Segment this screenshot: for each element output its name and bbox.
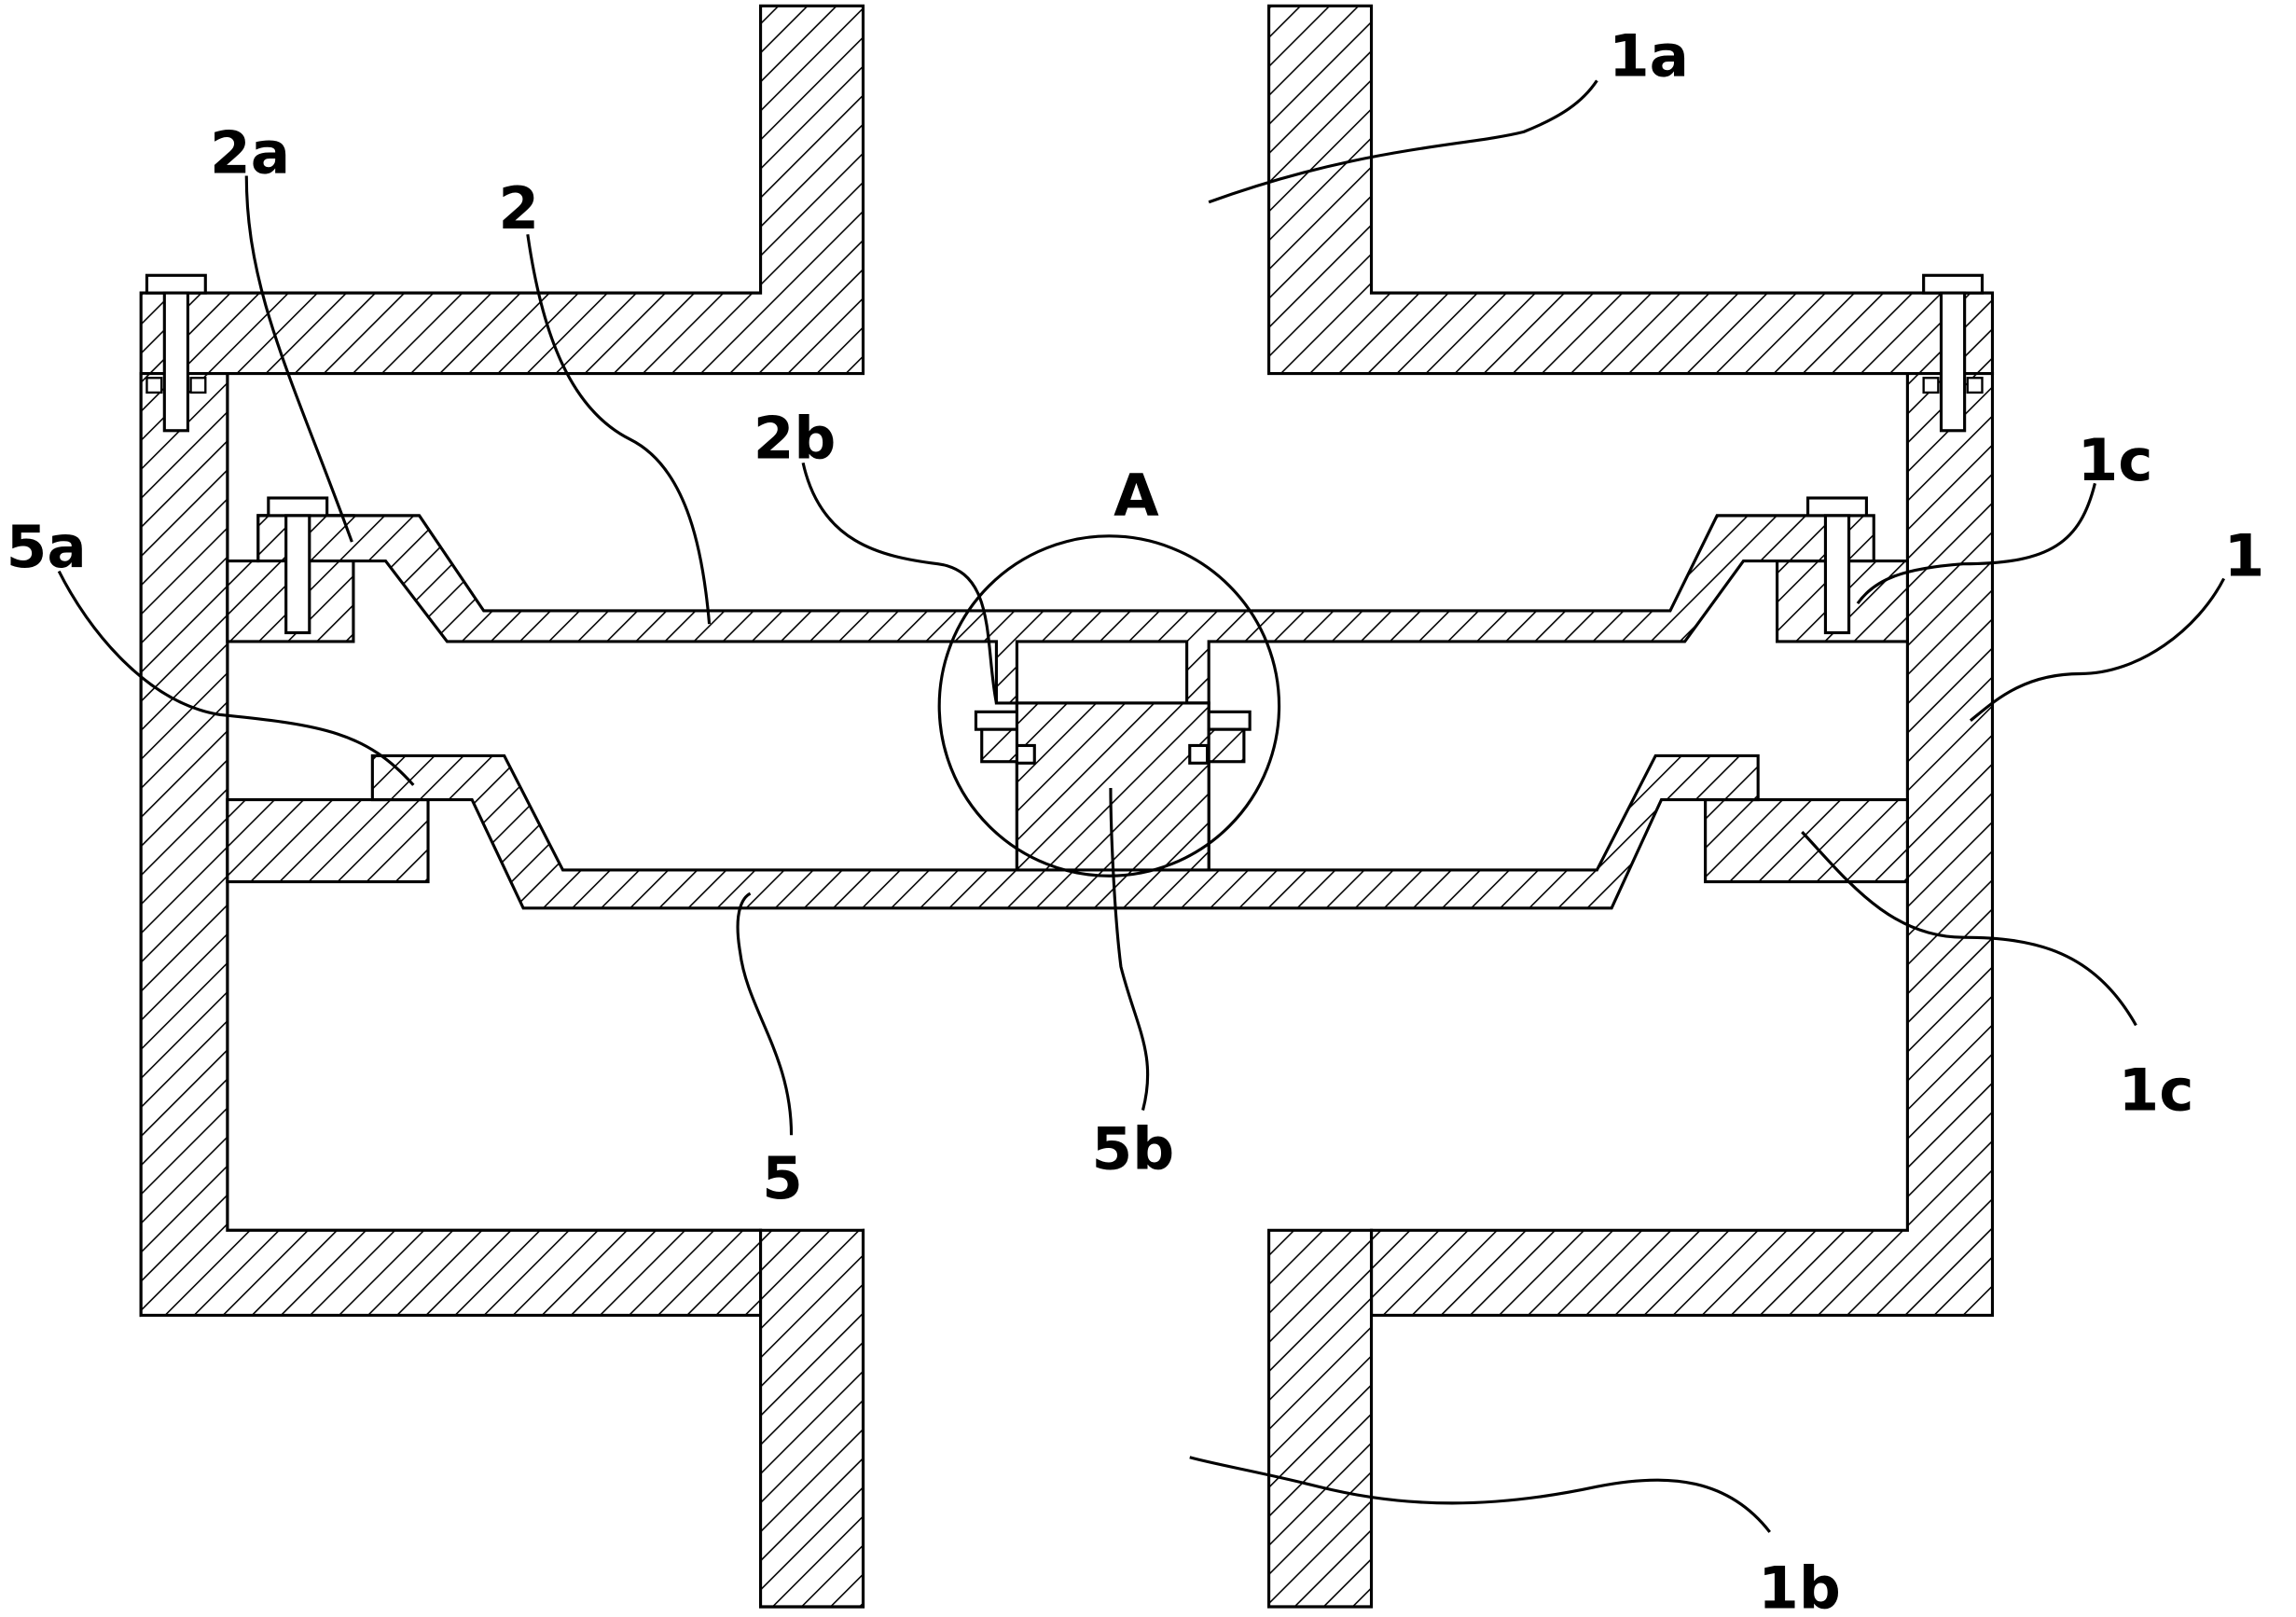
clip-right [1207,727,1246,764]
housing-body [139,4,1995,1609]
top-cover-right [1267,4,1995,376]
seal-ring-right [1188,743,1210,765]
pin-left [974,710,1018,731]
label-A: A [1113,462,1159,530]
outlet-pipe-left [758,1228,865,1609]
label-2b: 2b [754,405,837,473]
label-1b: 1b [1758,1555,1841,1617]
bolts [145,273,1985,635]
label-1: 1 [2224,521,2265,589]
label-2a: 2a [210,118,290,187]
outlet-pipe-right [1267,1228,1374,1609]
detail-circle-a [937,534,1281,878]
center-plug-5b [974,701,1252,872]
pin-right [1207,710,1252,731]
left-wall [139,371,865,1609]
seal-ring-left [1015,743,1036,765]
clip-left [980,727,1018,764]
label-5: 5 [762,1144,803,1212]
label-1a: 1a [1609,22,1689,90]
leader-lines [57,79,2226,1533]
label-2: 2 [498,174,539,242]
label-5b: 5b [1092,1114,1175,1182]
ledge-lower-right [1704,798,1909,884]
labels: 1a 2a 2 2b A 1c 1 5a 1c 5 5b 1b [7,22,2265,1617]
label-1c-lower: 1c [2119,1057,2194,1125]
diaphragm-2 [256,514,1875,705]
label-1c-upper: 1c [2078,426,2153,494]
ledge-lower-left [226,798,430,884]
label-5a: 5a [7,513,87,581]
